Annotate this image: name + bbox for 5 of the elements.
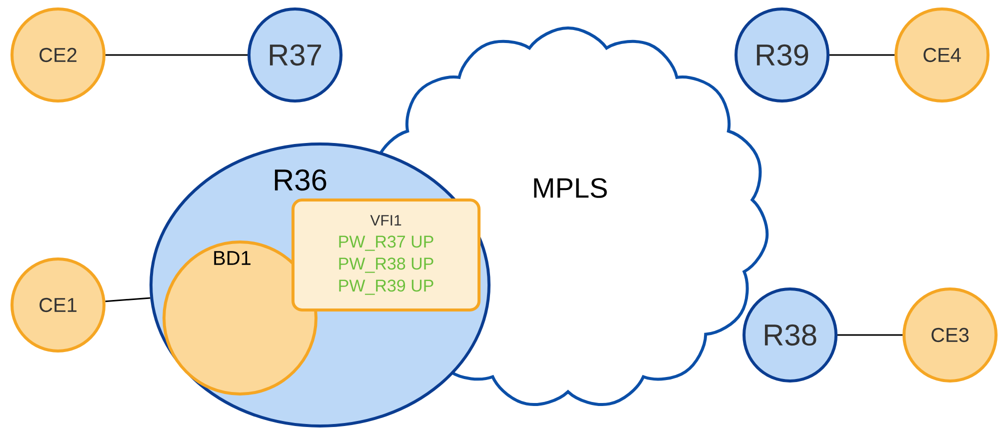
connector-line: [106, 54, 248, 56]
connector-line: [830, 54, 894, 56]
vfi-box: VFI1 PW_R37 UP PW_R38 UP PW_R39 UP: [292, 198, 480, 312]
connector-line: [105, 297, 150, 302]
connector-line: [838, 334, 903, 336]
